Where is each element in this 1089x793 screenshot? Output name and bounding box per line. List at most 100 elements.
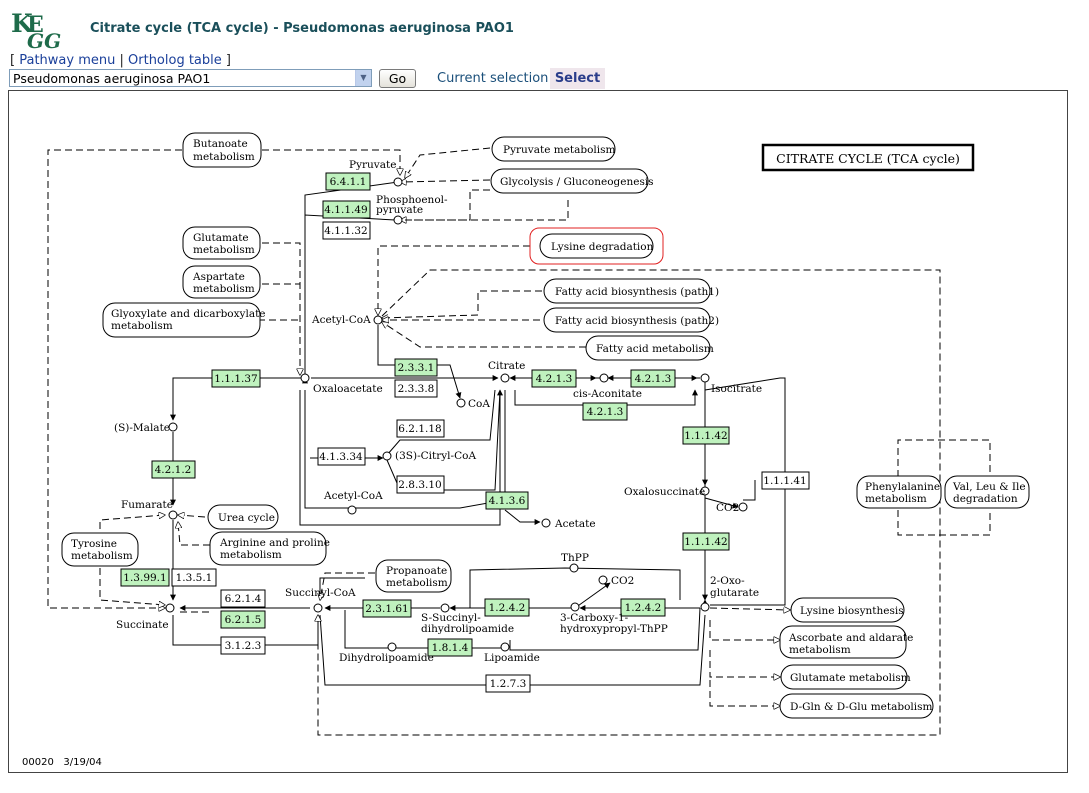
enzyme-label: 6.2.1.5 bbox=[225, 614, 262, 626]
pathway-label: Urea cycle bbox=[218, 512, 275, 524]
page-title: Citrate cycle (TCA cycle) - Pseudomonas … bbox=[90, 21, 514, 36]
pathway-fatty-acid-biosynthesis-2[interactable]: Fatty acid biosynthesis (path2) bbox=[543, 307, 719, 333]
compound-cisaconitate: cis-Aconitate bbox=[573, 388, 642, 400]
enzyme-label: 1.8.1.4 bbox=[432, 642, 469, 654]
compound-pep: pyruvate bbox=[376, 204, 423, 216]
enzyme-label: 1.1.1.42 bbox=[684, 536, 727, 548]
pathway-pyruvate[interactable]: Pyruvate metabolism bbox=[491, 136, 616, 162]
pathway-label: metabolism bbox=[193, 151, 255, 163]
enzyme-label: 4.1.1.32 bbox=[324, 225, 367, 237]
enzyme-label: 4.1.3.34 bbox=[319, 451, 363, 463]
cisaconitate-node bbox=[599, 373, 609, 383]
enzyme-4.2.1.3-b[interactable]: 4.2.1.3 bbox=[630, 369, 676, 388]
pathway-label: Lysine biosynthesis bbox=[800, 605, 904, 617]
enzyme-2.3.3.1[interactable]: 2.3.3.1 bbox=[394, 358, 438, 377]
fumarate-node bbox=[168, 510, 178, 520]
co2-node bbox=[738, 502, 748, 512]
pathway-fatty-acid-metabolism[interactable]: Fatty acid metabolism bbox=[585, 335, 714, 361]
pathway-menu-link[interactable]: Pathway menu bbox=[19, 53, 116, 68]
enzyme-1.2.7.3[interactable]: 1.2.7.3 bbox=[485, 674, 531, 693]
enzyme-1.3.99.1[interactable]: 1.3.99.1 bbox=[120, 568, 170, 587]
carboxy-node bbox=[570, 602, 580, 612]
compound-acetylcoa2: Acetyl-CoA bbox=[323, 490, 383, 502]
enzyme-1.1.1.42-a[interactable]: 1.1.1.42 bbox=[682, 426, 730, 445]
enzyme-2.3.3.8[interactable]: 2.3.3.8 bbox=[394, 379, 438, 398]
enzyme-1.2.4.2-b[interactable]: 1.2.4.2 bbox=[620, 598, 666, 617]
enzyme-label: 4.2.1.3 bbox=[536, 373, 573, 385]
compound-lipoamide: Lipoamide bbox=[484, 652, 540, 664]
enzyme-2.8.3.10[interactable]: 2.8.3.10 bbox=[396, 475, 445, 494]
pathway-glycolysis[interactable]: Glycolysis / Gluconeogenesis bbox=[490, 168, 654, 194]
enzyme-1.1.1.37[interactable]: 1.1.1.37 bbox=[211, 369, 261, 388]
enzyme-1.1.1.41[interactable]: 1.1.1.41 bbox=[761, 471, 810, 490]
enzyme-1.1.1.42-b[interactable]: 1.1.1.42 bbox=[682, 532, 730, 551]
enzyme-1.8.1.4[interactable]: 1.8.1.4 bbox=[427, 638, 473, 657]
pathway-urea-cycle[interactable]: Urea cycle bbox=[207, 504, 279, 530]
compound-dihydrolipoamide: Dihydrolipoamide bbox=[339, 652, 434, 664]
enzyme-label: 1.3.5.1 bbox=[176, 572, 213, 584]
pathway-lysine-degradation[interactable]: Lysine degradation bbox=[539, 233, 654, 259]
pathway-label: Glutamate bbox=[193, 232, 249, 244]
dihydrolipoamide-node bbox=[387, 642, 397, 652]
organism-select[interactable]: Pseudomonas aeruginosa PAO1 ▼ bbox=[9, 69, 372, 87]
go-button[interactable]: Go bbox=[379, 69, 416, 88]
pathway-glutamate-metabolism[interactable]: Glutamate metabolism bbox=[780, 664, 911, 690]
pathway-label: metabolism bbox=[193, 283, 255, 295]
highlight-lysine-degradation bbox=[529, 227, 664, 265]
enzyme-4.2.1.3-c[interactable]: 4.2.1.3 bbox=[582, 402, 628, 421]
compound-co2: CO2 bbox=[716, 502, 739, 514]
pathway-lysine-biosynthesis[interactable]: Lysine biosynthesis bbox=[790, 597, 905, 623]
pathway-label: Ascorbate and aldarate bbox=[788, 632, 913, 644]
compound-oxaloacetate: Oxaloacetate bbox=[313, 383, 383, 395]
compound-citrate: Citrate bbox=[488, 360, 525, 372]
enzyme-1.3.5.1[interactable]: 1.3.5.1 bbox=[171, 568, 217, 587]
enzyme-1.2.4.2-a[interactable]: 1.2.4.2 bbox=[484, 598, 530, 617]
map-date: 3/19/04 bbox=[63, 757, 102, 768]
enzyme-4.2.1.2[interactable]: 4.2.1.2 bbox=[151, 460, 196, 479]
compound-isocitrate: Isocitrate bbox=[711, 383, 762, 395]
kegg-logo[interactable]: K E GG bbox=[10, 8, 74, 50]
compound-oxoglutarate: 2-Oxo- bbox=[710, 575, 745, 587]
chevron-down-icon[interactable]: ▼ bbox=[355, 70, 371, 86]
enzyme-label: 6.2.1.18 bbox=[398, 423, 441, 435]
enzyme-label: 6.2.1.4 bbox=[225, 593, 262, 605]
enzyme-4.1.3.34[interactable]: 4.1.3.34 bbox=[317, 447, 366, 466]
oxalosuccinate-node bbox=[700, 486, 710, 496]
enzyme-4.1.3.6[interactable]: 4.1.3.6 bbox=[485, 491, 529, 510]
enzyme-6.4.1.1[interactable]: 6.4.1.1 bbox=[325, 172, 371, 191]
pathway-d-gln-d-glu[interactable]: D-Gln & D-Glu metabolism bbox=[779, 693, 934, 719]
pathway-label: Fatty acid biosynthesis (path1) bbox=[555, 286, 719, 298]
enzyme-3.1.2.3[interactable]: 3.1.2.3 bbox=[220, 636, 266, 655]
compound-acetate: Acetate bbox=[554, 518, 596, 530]
enzyme-label: 2.3.1.61 bbox=[365, 603, 408, 615]
enzyme-label: 2.3.3.1 bbox=[398, 362, 435, 374]
enzyme-2.3.1.61[interactable]: 2.3.1.61 bbox=[362, 599, 412, 618]
bracket-close: ] bbox=[225, 53, 231, 68]
enzyme-6.2.1.18[interactable]: 6.2.1.18 bbox=[396, 419, 445, 438]
enzyme-6.2.1.4[interactable]: 6.2.1.4 bbox=[220, 589, 266, 608]
ortholog-table-link[interactable]: Ortholog table bbox=[128, 53, 222, 68]
enzyme-4.1.1.49[interactable]: 4.1.1.49 bbox=[322, 200, 371, 219]
isocitrate-node bbox=[700, 373, 710, 383]
enzyme-label: 4.1.3.6 bbox=[489, 495, 526, 507]
enzyme-6.2.1.5[interactable]: 6.2.1.5 bbox=[220, 610, 266, 629]
compound-thpp: ThPP bbox=[561, 552, 589, 564]
enzyme-label: 1.2.4.2 bbox=[625, 602, 662, 614]
select-button[interactable]: Select bbox=[550, 68, 605, 89]
enzyme-4.1.1.32[interactable]: 4.1.1.32 bbox=[322, 221, 371, 240]
pathway-fatty-acid-biosynthesis-1[interactable]: Fatty acid biosynthesis (path1) bbox=[543, 278, 719, 304]
enzyme-label: 3.1.2.3 bbox=[225, 640, 262, 652]
enzyme-4.2.1.3-a[interactable]: 4.2.1.3 bbox=[531, 369, 577, 388]
compound-co2b: CO2 bbox=[611, 575, 634, 587]
compound-ssuccinyl: dihydrolipoamide bbox=[421, 623, 514, 635]
